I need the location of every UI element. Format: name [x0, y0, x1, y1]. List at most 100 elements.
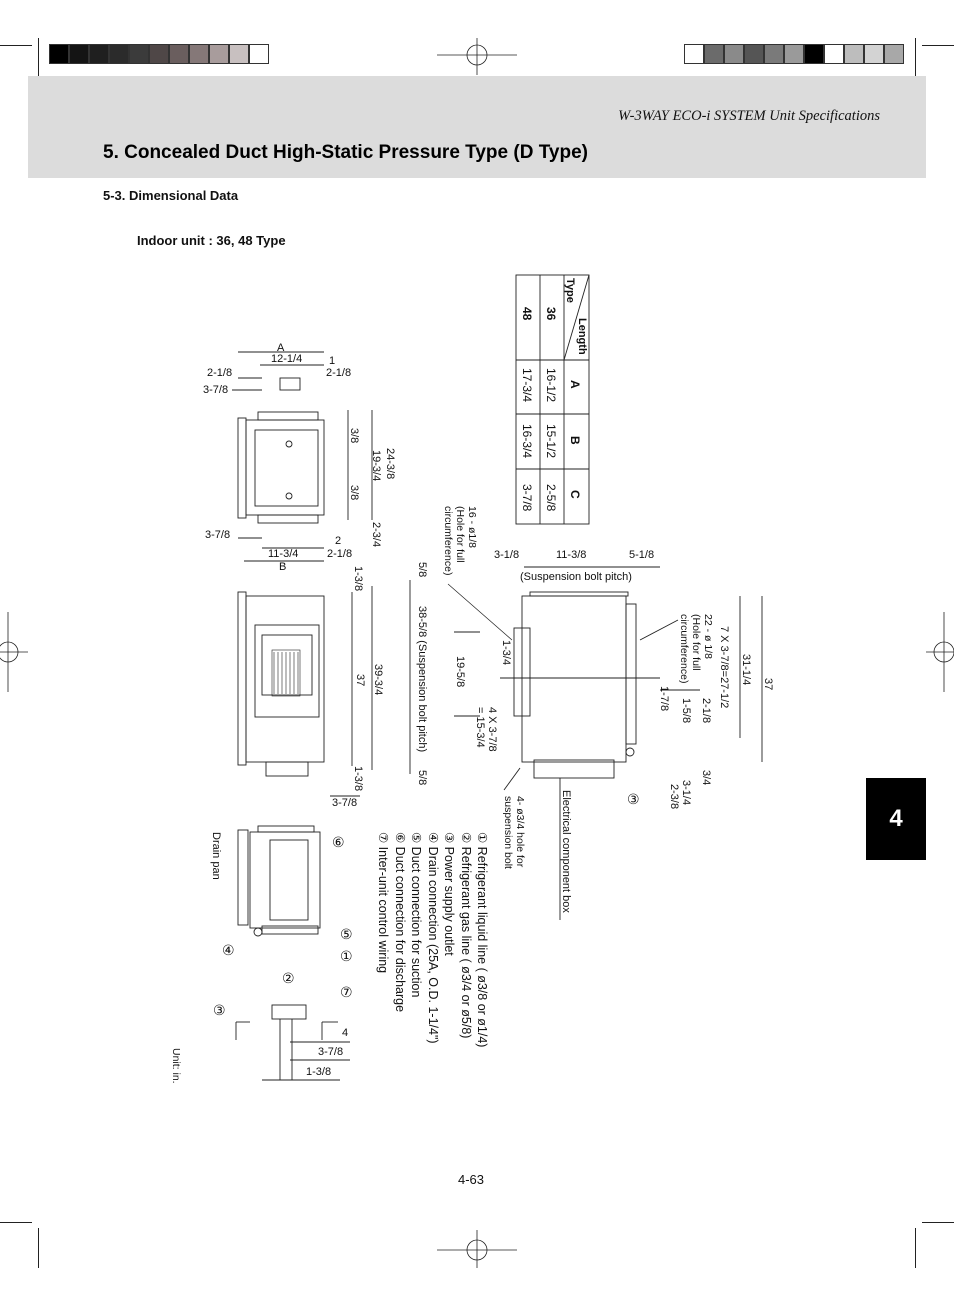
color-swatch: [129, 44, 149, 64]
color-swatch: [684, 44, 704, 64]
header-band: [28, 76, 926, 178]
legend-item: ① Refrigerant liquid line ( ø3/8 or ø1/4…: [475, 832, 489, 1048]
color-swatch: [724, 44, 744, 64]
color-swatch: [209, 44, 229, 64]
color-swatch: [804, 44, 824, 64]
table-36-c: 2-5/8: [544, 484, 558, 512]
color-swatch: [884, 44, 904, 64]
callout-3: ③: [213, 1002, 226, 1018]
dim-37-right: 37: [762, 678, 774, 691]
callout-7: ⑦: [340, 984, 353, 1000]
color-swatch: [764, 44, 784, 64]
spec-table: [515, 274, 590, 525]
suspension-hole-label: 4- ø3/4 hole for suspension bolt: [502, 796, 526, 869]
table-corner-length: Length: [576, 318, 588, 355]
dim-3-7-8-mid: 3-7/8: [205, 529, 231, 541]
color-swatch: [864, 44, 884, 64]
top-view: [232, 351, 373, 562]
callout-5: ⑤: [340, 926, 353, 942]
table-36-b: 15-1/2: [544, 424, 558, 459]
dim-3-4-right: 3/4: [700, 770, 712, 786]
right-view: [454, 566, 763, 920]
color-swatch: [149, 44, 169, 64]
dim-a: A: [277, 342, 285, 354]
dim-2: 2: [335, 535, 342, 547]
table-36-a: 16-1/2: [544, 368, 558, 403]
color-swatch: [824, 44, 844, 64]
page-title: 5. Concealed Duct High-Static Pressure T…: [103, 142, 588, 163]
dim-1-3-4: 1-3/4: [500, 640, 512, 666]
dim-4: 4: [342, 1027, 349, 1039]
legend-item: ⑦ Inter-unit control wiring: [376, 832, 390, 974]
dim-2-1-8-bottom: 2-1/8: [327, 548, 353, 560]
table-48-a: 17-3/4: [520, 368, 534, 403]
dim-2-1-8-left: 2-1/8: [207, 367, 233, 379]
dim-19-5-8: 19-5/8: [454, 656, 466, 688]
side-view: [237, 825, 321, 937]
dim-39-3-4: 39-3/4: [372, 664, 384, 696]
table-header-c: C: [568, 490, 582, 499]
dim-5-8-bottom: 5/8: [416, 770, 428, 786]
color-swatch: [49, 44, 69, 64]
crop-mark: [915, 38, 916, 76]
front-view: [237, 580, 411, 797]
section-heading: 5-3. Dimensional Data: [103, 188, 239, 203]
crop-mark: [0, 1222, 32, 1223]
sub-heading: Indoor unit : 36, 48 Type: [137, 233, 286, 248]
color-swatch: [169, 44, 189, 64]
dim-3-8-upper: 3/8: [348, 428, 360, 444]
dim-1-3-8-top: 1-3/8: [352, 566, 364, 592]
dim-24-3-8: 24-3/8: [384, 448, 396, 480]
dim-1-3-8-small: 1-3/8: [306, 1066, 332, 1078]
dim-2-1-8-right: 2-1/8: [326, 367, 352, 379]
table-48-c: 3-7/8: [520, 484, 534, 512]
callout-3-right: ③: [627, 791, 640, 807]
crop-mark: [922, 45, 954, 46]
color-swatch: [704, 44, 724, 64]
table-corner-type: Type: [564, 278, 576, 303]
dim-1-3-8-bottom: 1-3/8: [352, 766, 364, 792]
dim-3-7-8-small: 3-7/8: [318, 1046, 344, 1058]
suspension-pitch-label: (Suspension bolt pitch): [520, 571, 632, 583]
dim-3-1-4-right: 3-1/4: [680, 780, 692, 806]
note-hole-22: 22 - ø 1/8 (Hole for full circumference): [678, 614, 714, 684]
dim-7x3-7-8: 7 X 3-7/8=27-1/2: [718, 626, 730, 709]
crop-mark: [915, 1228, 916, 1268]
crop-mark: [0, 45, 32, 46]
crop-mark: [922, 1222, 954, 1223]
unit-label: Unit: in.: [170, 1048, 182, 1084]
chapter-tab: 4: [866, 778, 926, 860]
table-48-b: 16-3/4: [520, 424, 534, 459]
color-bar-left: [49, 44, 269, 64]
dim-3-7-8-top: 3-7/8: [203, 384, 229, 396]
dim-1-5-8: 1-5/8: [680, 698, 692, 724]
dim-1: 1: [329, 355, 336, 367]
legend-item: ④ Drain connection (25A, O.D. 1-1/4"): [425, 832, 440, 1044]
legend-item: ⑥ Duct connection for discharge: [392, 832, 407, 1013]
table-type-48: 48: [520, 307, 534, 321]
dim-3-1-8: 3-1/8: [494, 549, 520, 561]
callout-4: ④: [222, 942, 235, 958]
color-swatch: [189, 44, 209, 64]
dim-b: B: [279, 561, 287, 573]
dim-2-3-4: 2-3/4: [370, 522, 382, 548]
dim-3-7-8-front: 3-7/8: [332, 797, 358, 809]
dim-1-7-8: 1-7/8: [658, 686, 670, 712]
color-swatch: [229, 44, 249, 64]
dim-suspension-pitch-vertical: 38-5/8 (Suspension bolt pitch): [416, 606, 428, 753]
dim-11-3-4: 11-3/4: [268, 548, 299, 560]
dim-2-3-8-right: 2-3/8: [668, 784, 680, 810]
page-number: 4-63: [458, 1172, 485, 1187]
dim-2-1-8-right: 2-1/8: [700, 698, 712, 724]
color-swatch: [784, 44, 804, 64]
color-swatch: [69, 44, 89, 64]
electrical-box-label: Electrical component box: [560, 790, 572, 913]
dim-31-1-4: 31-1/4: [740, 654, 752, 686]
bolt-detail: [235, 1004, 350, 1081]
table-header-b: B: [568, 436, 582, 445]
color-swatch: [249, 44, 269, 64]
callout-1: ①: [340, 948, 353, 964]
dim-19-3-4: 19-3/4: [370, 450, 382, 482]
registration-mark: [0, 38, 954, 1268]
